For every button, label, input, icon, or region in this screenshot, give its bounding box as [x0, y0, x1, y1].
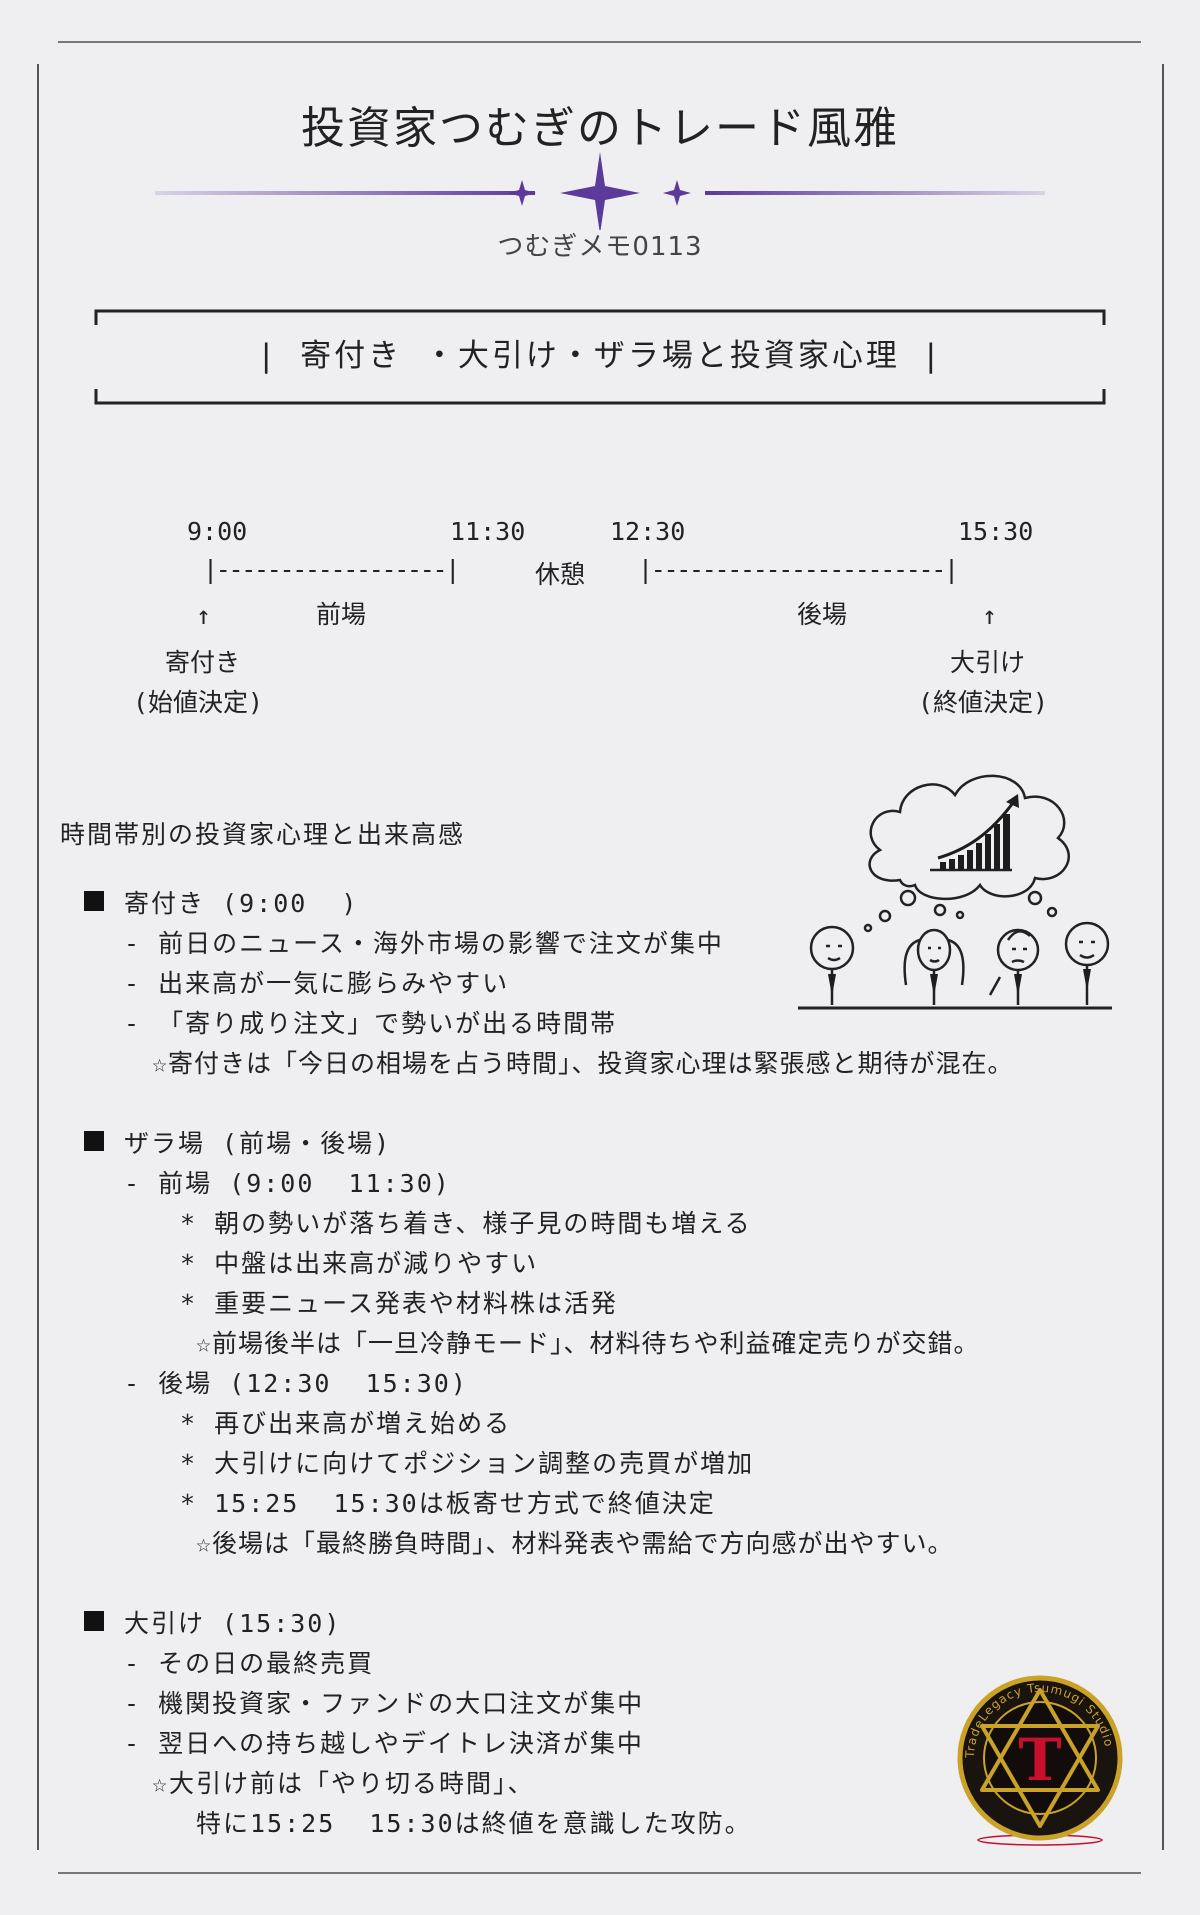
section-title: 時間帯別の投資家心理と出来高感 [60, 820, 466, 849]
brand-logo: TradeLegacy Tsumugi Studio T [957, 1675, 1123, 1846]
close-note-2: 特に15:25 15:30は終値を意識した攻防。 [196, 1809, 752, 1838]
morning-bar: |------------------| [203, 555, 460, 584]
open-arrow: ↑ [196, 601, 212, 630]
sparkle-divider [155, 152, 1045, 230]
bullet-zaraba [84, 1131, 104, 1151]
zaraba-heading: ザラ場 (前場・後場) [124, 1129, 392, 1158]
zaraba-morning-item-3: * 重要ニュース発表や材料株は活発 [180, 1289, 618, 1318]
memo-number: つむぎメモ0113 [497, 232, 703, 262]
zaraba-morning-label: - 前場 (9:00 11:30) [124, 1169, 451, 1198]
time-afternoon-start: 12:30 [610, 517, 686, 546]
open-note: ☆寄付きは「今日の相場を占う時間」、投資家心理は緊張感と期待が混在。 [152, 1049, 1014, 1078]
close-note: (終値決定) [918, 688, 1049, 717]
top-rule [58, 41, 1141, 43]
right-border [1162, 64, 1164, 1850]
bottom-rule [58, 1872, 1141, 1874]
bullet-open [84, 891, 104, 911]
zaraba-afternoon-item-3: * 15:25 15:30は板寄せ方式で終値決定 [180, 1489, 716, 1518]
left-border [37, 64, 39, 1850]
zaraba-afternoon-item-2: * 大引けに向けてポジション調整の売買が増加 [180, 1449, 755, 1478]
afternoon-label: 後場 [797, 600, 848, 629]
time-open: 9:00 [187, 517, 248, 546]
close-item-1: - その日の最終売買 [124, 1649, 375, 1678]
investors-illustration [798, 774, 1112, 1010]
zaraba-afternoon-note: ☆後場は「最終勝負時間」、材料発表や需給で方向感が出やすい。 [196, 1529, 954, 1558]
zaraba-morning-note: ☆前場後半は「一旦冷静モード」、材料待ちや利益確定売りが交錯。 [196, 1329, 980, 1358]
close-item-3: - 翌日への持ち越しやデイトレ決済が集中 [124, 1729, 644, 1758]
page-title: 投資家つむぎのトレード風雅 [301, 103, 899, 154]
close-heading: 大引け (15:30) [124, 1609, 342, 1638]
morning-label: 前場 [316, 600, 367, 629]
bullet-close [84, 1611, 104, 1631]
open-heading: 寄付き (9:00 ) [124, 889, 359, 918]
break-label: 休憩 [535, 560, 586, 589]
zaraba-morning-item-2: * 中盤は出来高が減りやすい [180, 1249, 539, 1278]
zaraba-afternoon-item-1: * 再び出来高が増え始める [180, 1409, 512, 1438]
zaraba-morning-item-1: * 朝の勢いが落ち着き、様子見の時間も増える [180, 1209, 752, 1238]
close-arrow: ↑ [982, 601, 998, 630]
afternoon-bar: |-----------------------| [638, 555, 959, 584]
open-item-1: - 前日のニュース・海外市場の影響で注文が集中 [124, 929, 724, 958]
open-note: (始値決定) [133, 688, 264, 717]
open-label: 寄付き [165, 648, 241, 677]
logo-letter: T [1018, 1726, 1061, 1794]
topic-title: | 寄付き ・大引け・ザラ場と投資家心理 | [256, 338, 944, 374]
close-label: 大引け [950, 648, 1026, 677]
time-morning-end: 11:30 [450, 517, 526, 546]
time-close: 15:30 [958, 517, 1034, 546]
zaraba-afternoon-label: - 後場 (12:30 15:30) [124, 1369, 468, 1398]
open-item-3: - 「寄り成り注文」で勢いが出る時間帯 [124, 1009, 618, 1038]
close-note-1: ☆大引け前は「やり切る時間」、 [152, 1769, 535, 1798]
open-item-2: - 出来高が一気に膨らみやすい [124, 969, 510, 998]
topic-box [94, 309, 1106, 405]
close-item-2: - 機関投資家・ファンドの大口注文が集中 [124, 1689, 645, 1718]
